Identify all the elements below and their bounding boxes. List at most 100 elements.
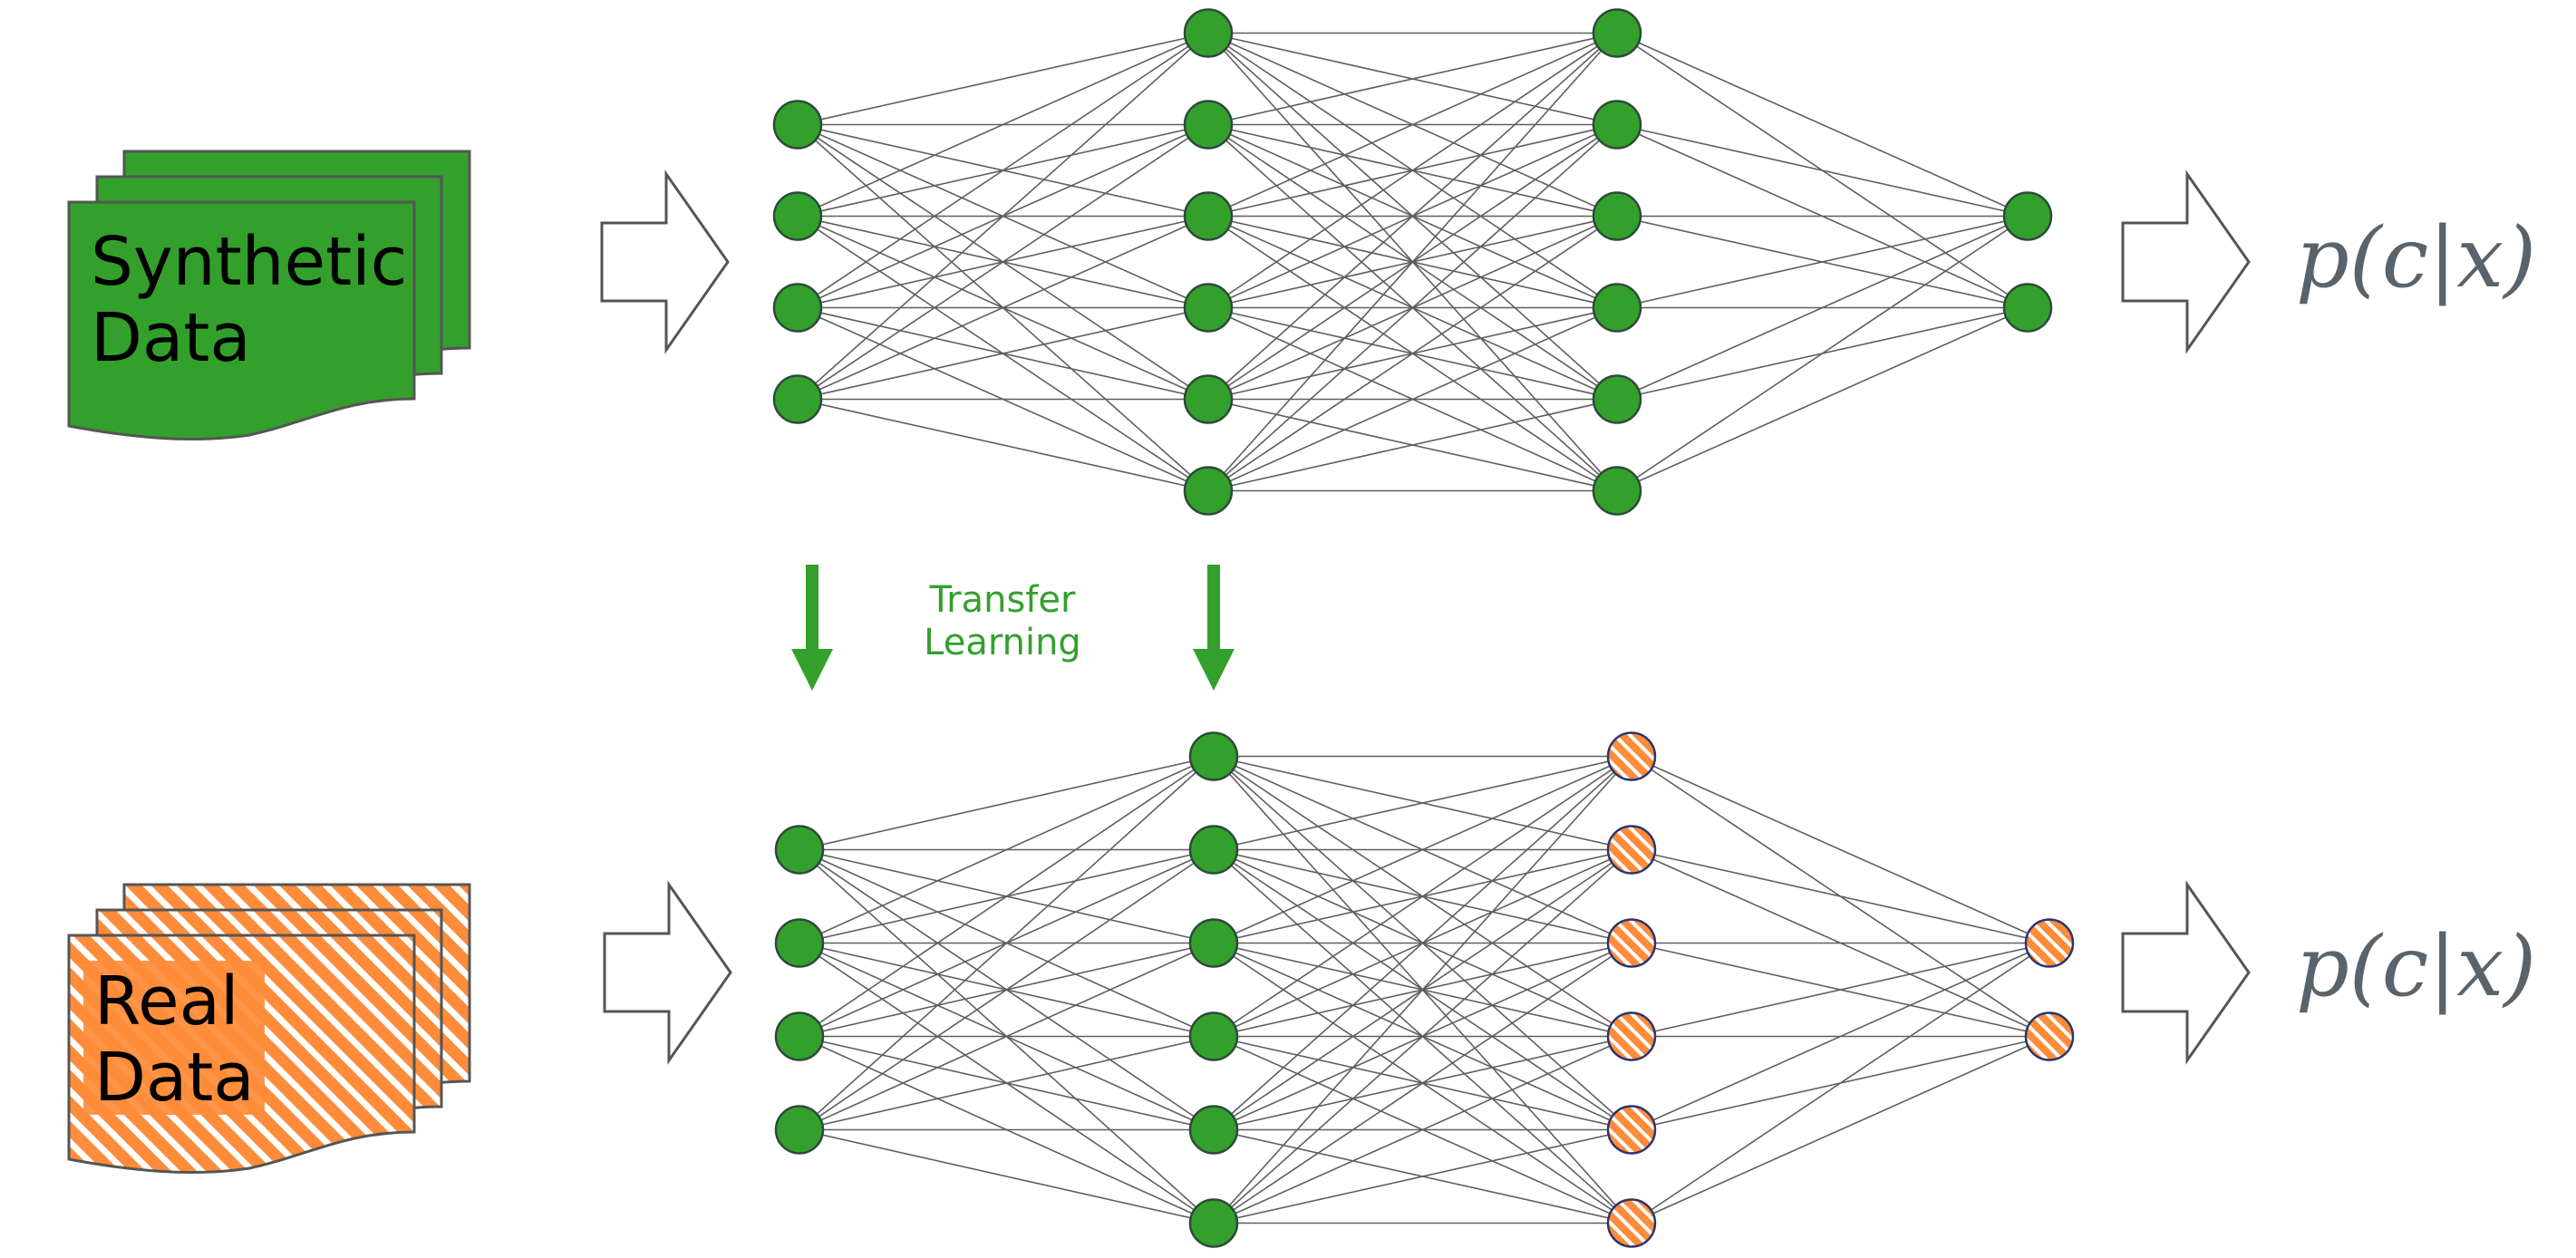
transfer-label-line1: Transfer <box>929 579 1076 621</box>
top-net-edge <box>797 32 1209 309</box>
output-arrow-top <box>2121 169 2251 354</box>
top-net-edge <box>1616 123 2029 218</box>
top-net-layer3-node <box>1592 466 1642 516</box>
bottom-net-layer4-node <box>2024 918 2075 968</box>
bottom-net-edge <box>1213 755 1632 944</box>
top-net-layer3-node <box>1592 191 1642 241</box>
output-probability-bottom: p(c|x) <box>2296 918 2536 1015</box>
top-net-edge <box>797 32 1209 218</box>
bottom-net-layer1-node <box>774 918 825 968</box>
bottom-net-edge <box>1631 942 2050 1131</box>
bottom-net-layer1-node <box>774 1011 825 1061</box>
top-net-layer3-node <box>1592 374 1642 424</box>
real-data-label-line1: Real <box>94 963 239 1040</box>
bottom-net-edge <box>1213 1128 1632 1224</box>
bottom-net-edge <box>1213 755 1632 851</box>
output-arrow-bottom <box>2121 880 2251 1065</box>
bottom-net-edge <box>1213 755 1632 1224</box>
bottom-net-edge <box>1631 755 2050 944</box>
top-net-edge <box>797 32 1209 126</box>
bottom-net-edge <box>1213 755 1632 1131</box>
bottom-net-layer2-node <box>1188 1011 1239 1061</box>
synthetic-data-label-line1: Synthetic <box>91 223 407 301</box>
bottom-net-edge <box>799 848 1215 1131</box>
top-net-edge <box>1207 123 1618 492</box>
top-net-layer1-node <box>772 374 823 424</box>
bottom-net-layer4-node <box>2024 1011 2075 1061</box>
top-net-edge <box>1616 215 2029 309</box>
top-net-layer2-node <box>1183 191 1234 241</box>
top-net-edge <box>1207 32 1618 309</box>
real-data-docs: Real Data <box>67 883 471 1175</box>
top-net-edge <box>1207 306 1618 492</box>
bottom-net-edge <box>799 942 1215 1131</box>
network-bottom <box>774 731 2075 1248</box>
synthetic-data-docs: Synthetic Data <box>67 150 471 441</box>
bottom-net-edge <box>1213 942 1632 1224</box>
top-net-connections <box>797 32 2029 492</box>
top-net-edge <box>1616 306 2029 492</box>
bottom-net-layer2-node <box>1188 1198 1239 1248</box>
bottom-net-edge <box>1213 1035 1632 1224</box>
bottom-net-layer1-node <box>774 825 825 875</box>
top-net-edge <box>1207 215 1618 492</box>
top-net-layer3-node <box>1592 100 1642 150</box>
bottom-net-layer3-node <box>1606 1011 1657 1061</box>
bottom-net-edge <box>1631 848 2050 944</box>
transfer-label-line2: Learning <box>924 622 1081 663</box>
bottom-net-edge <box>1213 755 1632 1038</box>
top-net-layer2-node <box>1183 374 1234 424</box>
top-net-layer1-node <box>772 191 823 241</box>
top-net-edge <box>1616 215 2029 401</box>
input-arrow-top <box>600 169 730 354</box>
bottom-net-layer3-node <box>1606 918 1657 968</box>
bottom-net-edge <box>799 755 1215 851</box>
top-net-layer2-node <box>1183 283 1234 333</box>
top-net-layer4-node <box>2002 191 2053 241</box>
bottom-net-edge <box>799 755 1215 1038</box>
top-net-layer1-node <box>772 283 823 333</box>
top-net-edge <box>797 398 1209 492</box>
bottom-net-edge <box>1631 942 2050 1224</box>
network-top <box>772 8 2053 516</box>
top-net-layer2-node <box>1183 100 1234 150</box>
bottom-net-edge <box>799 755 1215 944</box>
bottom-net-edge <box>1631 1035 2050 1224</box>
top-net-layer3-node <box>1592 283 1642 333</box>
top-net-edge <box>1207 32 1618 218</box>
bottom-net-layer2-node <box>1188 825 1239 875</box>
bottom-net-layer2-node <box>1188 918 1239 968</box>
output-probability-top: p(c|x) <box>2296 209 2536 306</box>
bottom-net-edge <box>799 755 1215 1131</box>
top-net-layer4-node <box>2002 283 2053 333</box>
top-net-edge <box>797 215 1209 401</box>
bottom-net-edge <box>799 1128 1215 1224</box>
top-net-layer1-node <box>772 100 823 150</box>
bottom-net-edge <box>1213 848 1632 1224</box>
top-net-edge <box>1616 215 2029 492</box>
real-data-label-line2: Data <box>94 1039 255 1117</box>
transfer-arrow-right <box>1193 565 1235 691</box>
synthetic-doc-front <box>67 200 416 441</box>
top-net-edge <box>1207 32 1618 126</box>
top-net-edge <box>1207 32 1618 401</box>
top-net-layer2-node <box>1183 466 1234 516</box>
bottom-net-layer3-node <box>1606 1105 1657 1155</box>
bottom-net-layer2-node <box>1188 1105 1239 1155</box>
top-net-edge <box>1207 398 1618 492</box>
bottom-net-layer2-node <box>1188 731 1239 781</box>
synthetic-data-label-line2: Data <box>91 299 251 377</box>
top-net-layer2-node <box>1183 8 1234 58</box>
bottom-net-edge <box>799 1035 1215 1131</box>
top-net-edge <box>797 306 1209 401</box>
transfer-arrow-left <box>791 565 833 691</box>
real-data-label-backdrop <box>83 961 265 1115</box>
bottom-net-edge <box>1631 942 2050 1038</box>
bottom-net-layer3-node <box>1606 1198 1657 1248</box>
top-net-layer3-node <box>1592 8 1642 58</box>
block-arrows <box>600 169 2251 1065</box>
top-net-edge <box>797 32 1209 401</box>
bottom-net-layer1-node <box>774 1105 825 1155</box>
top-net-edge <box>797 123 1209 401</box>
